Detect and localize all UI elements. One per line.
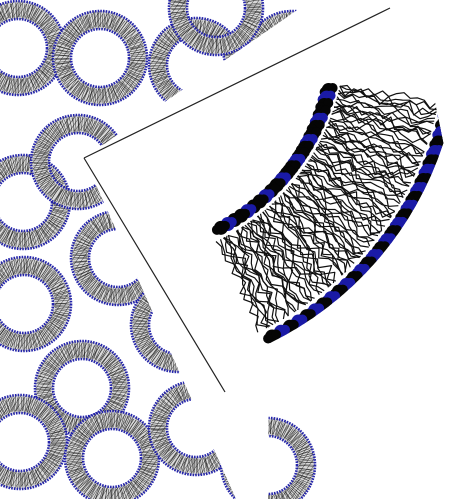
lipid-headgroup <box>437 106 455 120</box>
vesicle <box>0 257 71 351</box>
vesicle <box>65 411 159 499</box>
vesicle <box>53 11 147 105</box>
